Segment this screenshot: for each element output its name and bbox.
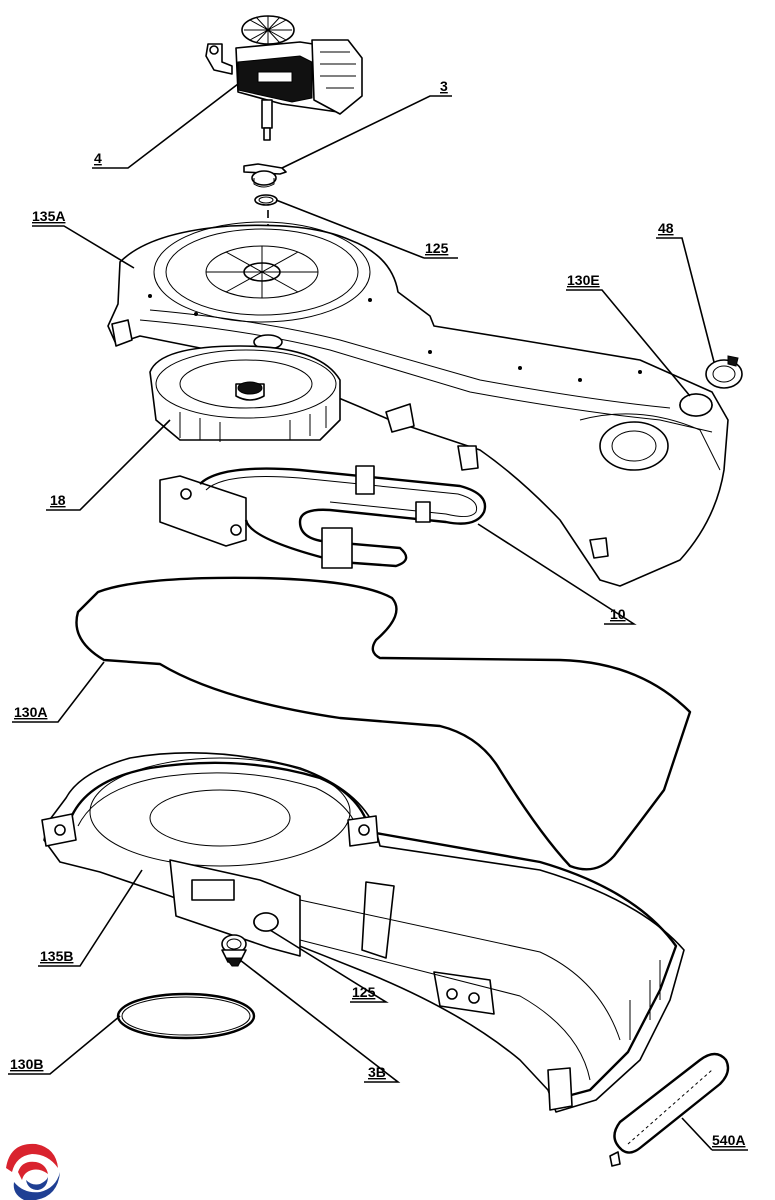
leader-48: [656, 237, 715, 363]
leader-125-top: [275, 199, 458, 259]
callout-125-top: 125: [425, 240, 449, 256]
part-3B-thermostat: [221, 934, 247, 967]
leader-125-bottom: [269, 929, 389, 1003]
part-125-seal-bottom: [253, 912, 279, 932]
part-10-heating-element: [159, 465, 487, 569]
part-18-impeller: [149, 345, 341, 442]
leader-lines: [8, 83, 748, 1151]
part-125-seal-top: [254, 194, 278, 206]
leader-4: [92, 83, 239, 169]
part-130B-o-ring: [116, 992, 256, 1040]
callout-130B: 130B: [10, 1056, 43, 1072]
callout-130A: 130A: [14, 704, 47, 720]
callout-48: 48: [658, 220, 674, 236]
leader-130B: [8, 1015, 121, 1075]
callout-130E: 130E: [567, 272, 600, 288]
part-130E-seal-ring: [679, 393, 713, 417]
part-48-cap: [705, 355, 743, 389]
callout-4: 4: [94, 150, 102, 166]
callout-3: 3: [440, 78, 448, 94]
part-3-thermostat: [243, 163, 287, 188]
leader-3: [281, 95, 452, 169]
callout-135A: 135A: [32, 208, 65, 224]
leader-130A: [12, 661, 105, 723]
part-540A-strap: [609, 1052, 730, 1167]
callout-540A: 540A: [712, 1132, 745, 1148]
callout-18: 18: [50, 492, 66, 508]
leader-135A: [32, 225, 135, 269]
callout-135B: 135B: [40, 948, 73, 964]
brand-logo-icon: [6, 1143, 60, 1200]
part-130A-gasket: [75, 576, 692, 871]
callout-125-bottom: 125: [352, 984, 376, 1000]
leader-10: [477, 523, 637, 625]
leader-18: [46, 419, 171, 511]
leader-540A: [681, 1117, 748, 1151]
leader-3B: [239, 959, 401, 1083]
callout-10: 10: [610, 606, 626, 622]
leader-130E: [566, 289, 691, 397]
callout-labels: 4 3 125 135A 48 130E 18 10 130A 135B 125…: [10, 78, 745, 1148]
part-4-motor: [205, 15, 363, 141]
callout-3B: 3B: [368, 1064, 386, 1080]
part-135B-lower-housing: [41, 752, 685, 1113]
leader-135B: [38, 869, 143, 967]
